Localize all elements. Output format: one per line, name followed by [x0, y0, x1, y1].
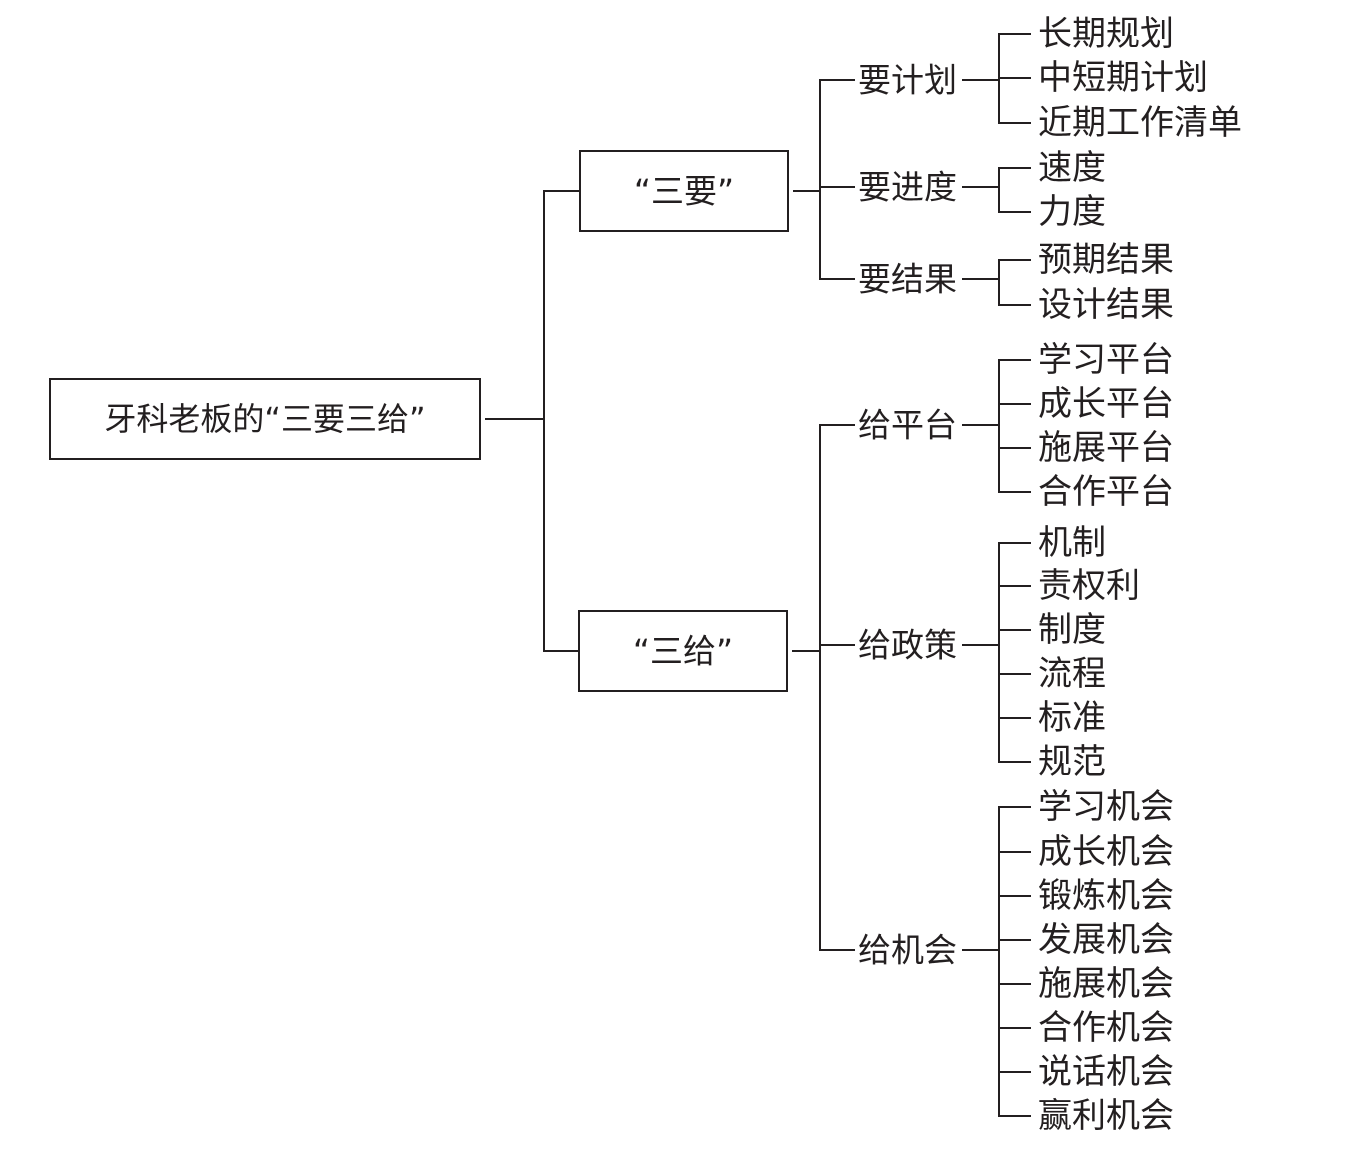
leaf-item-1-1-3: 流程 — [1038, 654, 1106, 694]
leaf-item-0-0-0: 长期规划 — [1038, 14, 1174, 54]
leaf-item-1-1-5: 规范 — [1038, 742, 1106, 782]
leaf-item-0-1-0: 速度 — [1038, 148, 1106, 188]
leaf-item-1-2-2: 锻炼机会 — [1038, 876, 1174, 916]
branch-1-label: “三给” — [633, 632, 733, 671]
leaf-item-1-1-2: 制度 — [1038, 610, 1106, 650]
sub-branch-0-0-label: 要计划 — [858, 61, 957, 100]
sub-branch-1-2-label: 给机会 — [858, 931, 957, 970]
leaf-item-1-1-4: 标准 — [1038, 698, 1106, 738]
sub-branch-0-2-label: 要结果 — [858, 260, 957, 299]
branch-0-box — [579, 150, 789, 232]
branch-0-label: “三要” — [634, 172, 734, 211]
leaf-item-1-2-6: 说话机会 — [1038, 1052, 1174, 1092]
leaf-item-1-0-2: 施展平台 — [1038, 428, 1174, 468]
leaf-item-0-2-0: 预期结果 — [1038, 240, 1174, 280]
leaf-item-1-0-3: 合作平台 — [1038, 472, 1174, 512]
leaf-item-1-1-1: 责权利 — [1038, 566, 1140, 606]
leaf-item-1-1-0: 机制 — [1038, 523, 1106, 563]
root-node-box — [49, 378, 481, 460]
leaf-item-0-1-1: 力度 — [1038, 192, 1106, 232]
leaf-item-0-2-1: 设计结果 — [1038, 285, 1174, 325]
leaf-item-1-2-5: 合作机会 — [1038, 1008, 1174, 1048]
sub-branch-1-0-label: 给平台 — [858, 406, 957, 445]
sub-branch-0-1-label: 要进度 — [858, 168, 957, 207]
leaf-item-1-2-4: 施展机会 — [1038, 964, 1174, 1004]
leaf-item-0-0-2: 近期工作清单 — [1038, 103, 1242, 143]
leaf-item-0-0-1: 中短期计划 — [1038, 58, 1208, 98]
sub-branch-1-1-label: 给政策 — [858, 626, 957, 665]
branch-1-box — [578, 610, 788, 692]
leaf-item-1-2-7: 赢利机会 — [1038, 1096, 1174, 1136]
connector-lines — [485, 33, 1031, 1117]
root-node-label: 牙科老板的“三要三给” — [104, 400, 425, 438]
leaf-item-1-2-0: 学习机会 — [1038, 787, 1174, 827]
leaf-item-1-2-3: 发展机会 — [1038, 920, 1174, 960]
leaf-item-1-2-1: 成长机会 — [1038, 832, 1174, 872]
leaf-item-1-0-0: 学习平台 — [1038, 340, 1174, 380]
leaf-item-1-0-1: 成长平台 — [1038, 384, 1174, 424]
